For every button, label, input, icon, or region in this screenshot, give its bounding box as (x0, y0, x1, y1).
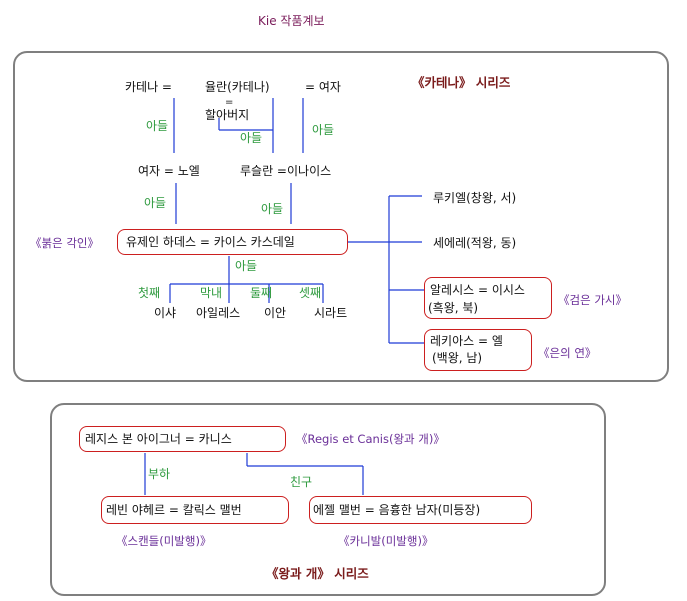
levin-oval (101, 496, 289, 524)
siraat-label: 시라트 (314, 306, 348, 320)
aleses-label-line1: 알레시스 = 이시스 (430, 283, 525, 297)
regis-couple-label: 레지스 본 아이그너 = 카니스 (85, 432, 232, 446)
silver-kite-label: 《은의 연》 (538, 346, 597, 360)
page-title: Kie 작품계보 (258, 14, 325, 28)
main-couple-label: 유제인 하데스 = 카이스 카스데일 (126, 235, 295, 249)
youngest-label: 막내 (200, 286, 223, 300)
ian-label: 이안 (264, 306, 287, 320)
ailes-label: 아일레스 (196, 306, 241, 320)
son-label-2: 아들 (240, 131, 263, 145)
lekias-oval (424, 329, 532, 371)
grandfather-label: 할아버지 (205, 108, 250, 122)
scandal-label: 《스캔들(미발행)》 (116, 534, 212, 548)
son-label-1: 아들 (146, 119, 169, 133)
aleses-oval (424, 277, 552, 319)
lekias-label-line1: 레키아스 = 엘 (430, 334, 503, 348)
rukiel-label: 루키엘(창왕, 서) (433, 191, 517, 205)
rusulan-label: 루슬란 =이나이스 (240, 164, 332, 178)
regis-series-title: 《왕과 개》 시리즈 (266, 566, 369, 581)
isha-label: 이샤 (154, 306, 177, 320)
levin-label: 레빈 야헤르 = 칼릭스 맬번 (106, 503, 242, 517)
woman-noel-label: 여자 = 노엘 (138, 164, 200, 178)
seherer-label: 세에레(적왕, 동) (433, 236, 517, 250)
eq-woman-label: = 여자 (305, 80, 341, 94)
regis-couple-oval (79, 426, 286, 452)
second-label: 둘째 (250, 286, 273, 300)
son-label-4: 아들 (144, 196, 167, 210)
friend-label: 친구 (290, 475, 313, 489)
eldest-label: 첫째 (138, 286, 161, 300)
third-label: 셋째 (299, 286, 322, 300)
katena-label: 카테나 = (125, 80, 172, 94)
regis-series-frame (50, 403, 606, 596)
subordinate-label: 부하 (148, 467, 171, 481)
son-label-3: 아들 (312, 123, 335, 137)
katena-series-title: 《카테나》 시리즈 (412, 75, 511, 90)
black-thorn-label: 《검은 가시》 (558, 293, 627, 307)
regis-series-label: 《Regis et Canis(왕과 개)》 (296, 432, 445, 446)
katena-series-frame (13, 51, 669, 382)
ullan-katena-label: 율란(카테나) (205, 80, 270, 94)
ezel-label: 에젤 맬번 = 음흉한 남자(미등장) (313, 503, 481, 517)
lekias-label-line2: (백왕, 남) (432, 351, 483, 365)
son-label-5: 아들 (261, 202, 284, 216)
main-couple-oval (117, 229, 348, 255)
son-label-6: 아들 (235, 259, 258, 273)
aleses-label-line2: (흑왕, 북) (428, 301, 479, 315)
crimson-series-label: 《붉은 각인》 (30, 236, 99, 250)
eq-mark: = (225, 97, 234, 108)
ezel-oval (309, 496, 532, 524)
cannibal-label: 《카니발(미발행)》 (338, 534, 434, 548)
